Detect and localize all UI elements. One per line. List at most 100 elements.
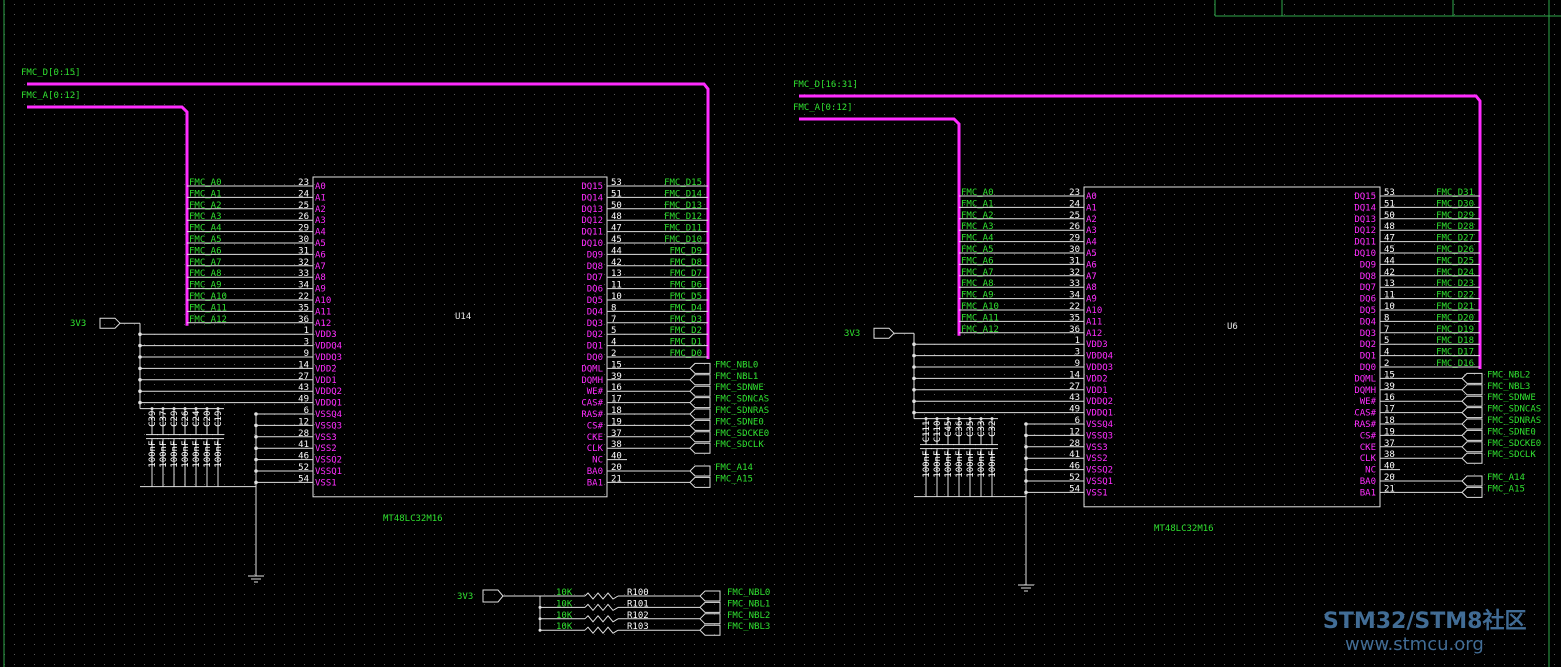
net-label-data: FMC_D0 — [669, 349, 702, 359]
data-bus[interactable] — [799, 94, 1482, 369]
net-port[interactable] — [699, 624, 721, 636]
pin-name-left: VSSQ3 — [1086, 431, 1113, 441]
net-port[interactable] — [689, 374, 711, 386]
pin-number-right: 10 — [611, 292, 622, 302]
pin-name-left: A4 — [1086, 238, 1097, 248]
net-label-address: FMC_A9 — [189, 281, 222, 291]
net-port[interactable] — [689, 465, 711, 477]
net-port[interactable] — [689, 362, 711, 374]
pin-name-left: A10 — [1086, 306, 1102, 316]
pin-name-right: DQ5 — [587, 296, 603, 306]
pin-number-left: 9 — [1075, 359, 1080, 369]
pin-number-right: 8 — [611, 303, 616, 313]
cap-value: 100nF — [933, 451, 943, 478]
net-label-data: FMC_D22 — [1436, 291, 1474, 301]
junction — [924, 417, 928, 421]
pin-number-left: 30 — [1069, 245, 1080, 255]
junction — [946, 417, 950, 421]
net-port[interactable] — [689, 385, 711, 397]
pin-name-right: DQ3 — [1360, 329, 1376, 339]
pin-number-right: 38 — [611, 440, 622, 450]
net-port[interactable] — [689, 419, 711, 431]
net-label-address: FMC_A0 — [961, 188, 994, 198]
net-port[interactable] — [699, 601, 721, 613]
net-label-control: FMC_SDNE0 — [715, 417, 764, 427]
junction — [216, 407, 220, 411]
net-port[interactable] — [699, 613, 721, 625]
net-port[interactable] — [689, 397, 711, 409]
net-label-address: FMC_A12 — [961, 325, 999, 335]
net-port[interactable] — [1461, 486, 1483, 498]
pin-number-left: 54 — [298, 474, 309, 484]
power-port[interactable] — [873, 327, 895, 339]
chip-body[interactable] — [1083, 186, 1381, 508]
net-port[interactable] — [689, 431, 711, 443]
power-port[interactable] — [482, 589, 504, 603]
address-bus[interactable] — [27, 105, 189, 326]
net-port[interactable] — [689, 476, 711, 488]
power-label: 3V3 — [70, 319, 86, 329]
net-port[interactable] — [1461, 475, 1483, 487]
net-port[interactable] — [689, 442, 711, 454]
pin-name-left: A9 — [1086, 295, 1097, 305]
pin-number-left: 14 — [1069, 370, 1080, 380]
cap-ref: C20 — [203, 411, 213, 427]
net-label-data: FMC_D4 — [669, 303, 702, 313]
pin-number-left: 25 — [1069, 211, 1080, 221]
resistor-value: 10K — [556, 599, 573, 609]
net-label-address: FMC_A5 — [189, 235, 222, 245]
pin-name-right: RAS# — [1354, 420, 1376, 430]
net-port[interactable] — [1461, 441, 1483, 453]
net-label-address: FMC_A1 — [961, 199, 994, 209]
pin-name-left: VDD1 — [315, 376, 337, 386]
pin-number-left: 1 — [1075, 336, 1080, 346]
net-label-address: FMC_A10 — [961, 302, 999, 312]
net-port[interactable] — [689, 408, 711, 420]
data-bus[interactable] — [27, 82, 710, 359]
net-port[interactable] — [1461, 452, 1483, 464]
pin-name-right: CKE — [587, 433, 603, 443]
net-port[interactable] — [1461, 429, 1483, 441]
pin-name-left: A6 — [1086, 260, 1097, 270]
net-port[interactable] — [699, 590, 721, 602]
net-label-pullup: FMC_NBL0 — [727, 588, 770, 598]
net-port[interactable] — [1461, 372, 1483, 384]
pin-name-left: VDD2 — [315, 364, 337, 374]
pin-number-left: 46 — [1069, 462, 1080, 472]
pin-number-right: 21 — [611, 474, 622, 484]
cap-ref: C29 — [170, 411, 180, 427]
net-port[interactable] — [1461, 407, 1483, 419]
pin-name-right: DQ5 — [1360, 306, 1376, 316]
cap-ref: C36 — [955, 421, 965, 437]
pin-number-left: 54 — [1069, 484, 1080, 494]
pin-name-right: DQ11 — [581, 228, 603, 238]
pin-number-right: 4 — [611, 338, 616, 348]
net-port[interactable] — [1461, 384, 1483, 396]
net-port[interactable] — [1461, 395, 1483, 407]
pin-name-left: A8 — [315, 273, 326, 283]
pin-number-left: 12 — [1069, 427, 1080, 437]
net-port[interactable] — [1461, 418, 1483, 430]
power-port[interactable] — [99, 317, 121, 329]
chip-body[interactable] — [312, 176, 608, 498]
